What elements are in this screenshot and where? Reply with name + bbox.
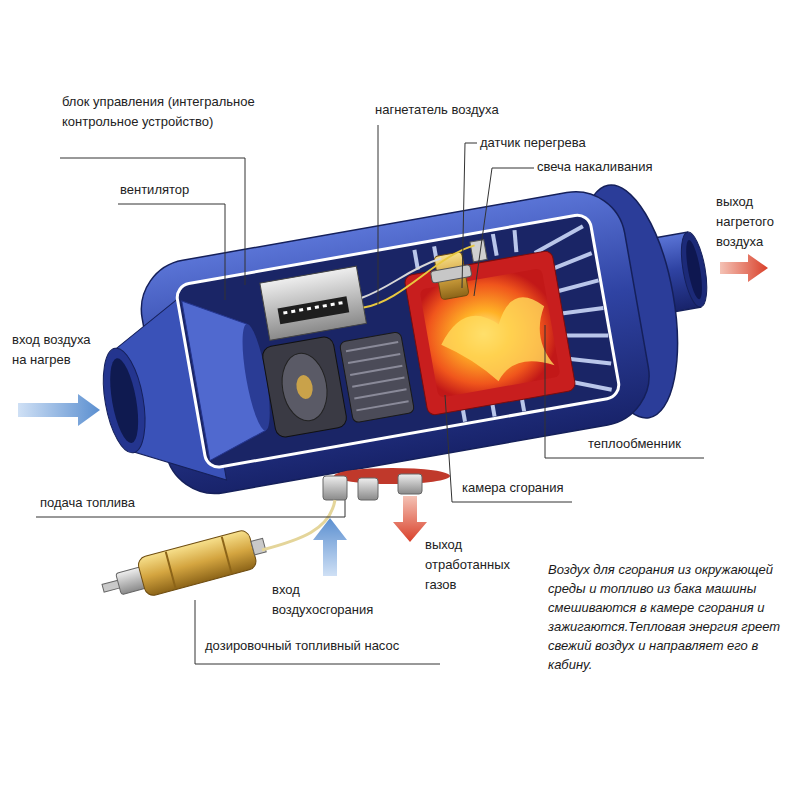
- heat-exchanger: [532, 226, 586, 253]
- air-in-arrow: [18, 394, 100, 426]
- heat-exchanger: [562, 328, 609, 344]
- leader-line: [462, 143, 477, 288]
- glow-plug-nut: [430, 264, 471, 283]
- intake-mouth: [105, 356, 144, 445]
- chip-pins: [307, 307, 311, 311]
- heat-exchanger: [558, 306, 604, 316]
- flow-label: вход воздуха на нагрев: [12, 330, 92, 370]
- chip-pins: [283, 311, 287, 315]
- housing: [133, 184, 657, 502]
- part-label: теплообменник: [588, 434, 718, 454]
- heat-exchanger: [493, 234, 497, 256]
- chip-pins: [299, 308, 303, 312]
- part-label: камера сгорания: [462, 478, 592, 498]
- heat-exchanger: [553, 280, 599, 292]
- combustion-air-arrow: [313, 518, 347, 576]
- part-label: вентилятор: [120, 180, 230, 200]
- chip-pins: [315, 305, 319, 309]
- chip-pins: [291, 310, 295, 314]
- blower-vanes: [346, 342, 409, 410]
- flame: [436, 294, 556, 390]
- part-label: нагнетатель воздуха: [375, 100, 535, 120]
- pump-body: [137, 529, 258, 597]
- leader-line: [118, 204, 225, 300]
- outlet-mouth: [677, 230, 712, 309]
- leader-line: [60, 158, 245, 285]
- part-label: блок управления (интегральное контрольно…: [62, 92, 282, 132]
- hot-air-out-arrow: [720, 254, 768, 282]
- heat-exchanger: [492, 405, 494, 417]
- note-text: Воздух для сгорания из окружающей среды …: [548, 560, 793, 674]
- fuel-inlet-fitting: [323, 476, 347, 500]
- part-label: датчик перегрева: [480, 133, 620, 153]
- chip-pins: [323, 304, 327, 308]
- cutaway: [175, 213, 621, 469]
- heater-body: [83, 171, 729, 510]
- motor: [277, 350, 332, 425]
- flow-label: выход отработанных газов: [425, 535, 510, 595]
- heat-exchanger: [463, 410, 465, 422]
- motor: [261, 335, 348, 438]
- part-label: дозировочный топливный насос: [205, 636, 445, 656]
- pump-ring: [222, 537, 232, 574]
- air-blower: [339, 332, 414, 424]
- control-chip: [278, 296, 350, 324]
- chip-pins: [283, 301, 343, 314]
- heat-exchanger: [513, 230, 519, 252]
- wire: [358, 258, 446, 297]
- pump-ring: [166, 552, 176, 589]
- intake-mouth: [96, 345, 152, 456]
- part-label: подача топлива: [40, 493, 180, 513]
- heat-exchanger: [414, 250, 417, 270]
- chip-pins: [330, 303, 334, 307]
- air-inlet-fitting: [358, 478, 378, 500]
- fuel-pump: [98, 526, 270, 608]
- motor-shaft: [295, 374, 315, 400]
- chip-pins: [338, 301, 342, 305]
- overheat-sensor: [470, 240, 487, 262]
- heat-exchanger: [522, 399, 524, 411]
- combustion-chamber: [404, 250, 576, 416]
- exhaust-fitting: [398, 474, 422, 494]
- flow-label: вход воздухосгорания: [272, 580, 384, 620]
- pump-outlet: [251, 538, 266, 555]
- exhaust-arrow: [393, 496, 427, 542]
- control-unit: [260, 266, 367, 340]
- gasket: [334, 468, 450, 484]
- flow-label: выход нагретого воздуха: [716, 192, 796, 252]
- leader-line: [378, 125, 379, 305]
- leader-line: [474, 168, 534, 296]
- outlet-mouth: [683, 239, 705, 300]
- part-label: свеча накаливания: [537, 157, 687, 177]
